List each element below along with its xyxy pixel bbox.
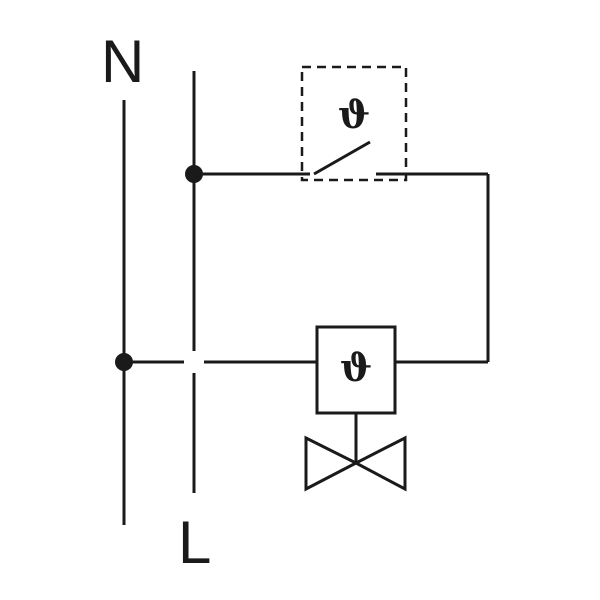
live-label: L [178, 509, 211, 576]
thermostat-housing [300, 65, 408, 182]
switch-contact [313, 140, 371, 176]
thermostat-theta-symbol: ϑ [338, 92, 370, 137]
room-thermostat: ϑ [300, 65, 408, 182]
neutral-junction-dot [115, 353, 133, 371]
neutral-label: N [101, 28, 144, 95]
thermal-actuator: ϑ [315, 325, 397, 415]
live-junction-dot [185, 165, 203, 183]
actuator-theta-symbol: ϑ [340, 345, 372, 390]
upper-circuit-wire [194, 172, 490, 362]
valve-icon [304, 435, 407, 492]
